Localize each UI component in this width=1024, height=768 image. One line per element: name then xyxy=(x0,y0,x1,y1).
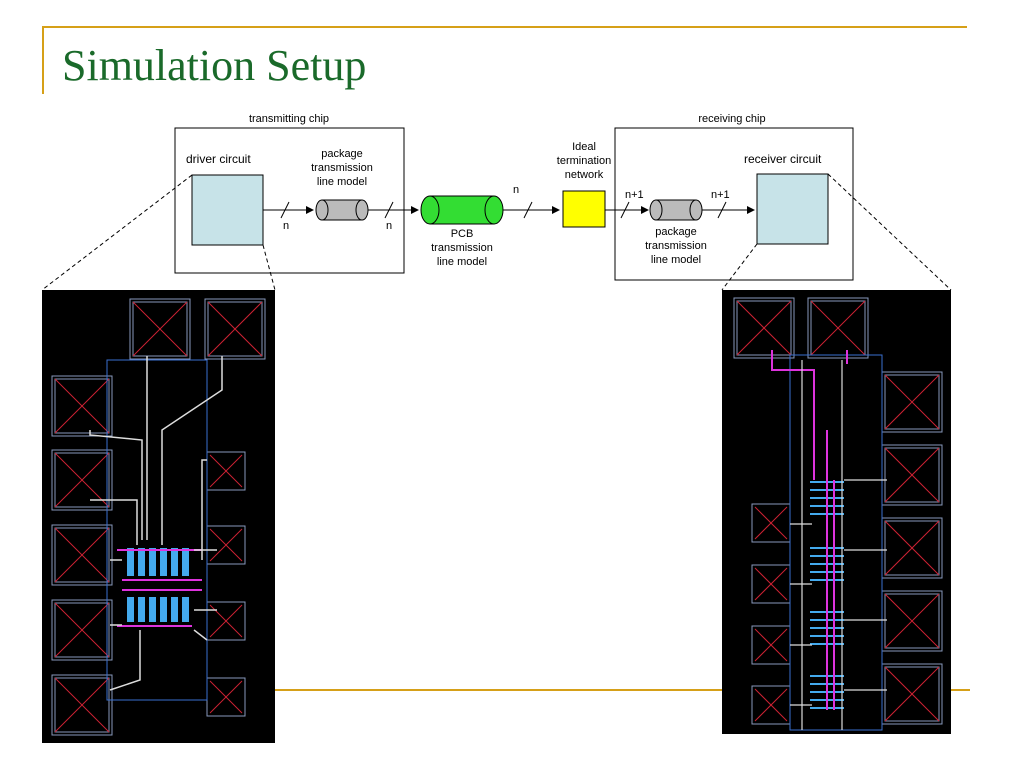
rx-package-label-line3: line model xyxy=(651,254,701,266)
rx-package-label-line2: transmission xyxy=(645,240,707,252)
left-rule xyxy=(42,26,44,94)
driver-circuit-block xyxy=(191,174,264,246)
rx-package-label: package transmission line model xyxy=(645,226,707,266)
bus-label-term: n+1 xyxy=(625,189,644,201)
pcb-cylinder xyxy=(420,195,504,225)
bus-label-pcb: n xyxy=(513,184,519,196)
bus-slash-2 xyxy=(384,201,394,219)
termination-label-line2: termination xyxy=(557,155,611,167)
tx-package-label-line2: transmission xyxy=(311,162,373,174)
rx-package-label-line1: package xyxy=(655,226,697,238)
termination-label: Ideal termination network xyxy=(557,141,611,181)
driver-zoom-line-right xyxy=(262,244,276,291)
transmitting-chip-label: transmitting chip xyxy=(249,113,329,125)
driver-layout-image xyxy=(42,290,275,743)
driver-zoom-line-left xyxy=(41,174,193,291)
receiving-chip-label: receiving chip xyxy=(698,113,765,125)
tx-package-cylinder xyxy=(315,199,369,221)
top-rule xyxy=(42,26,967,28)
rx-package-cylinder xyxy=(649,199,703,221)
bus-slash-3 xyxy=(523,201,533,219)
tx-package-label: package transmission line model xyxy=(311,148,373,188)
pcb-label-line3: line model xyxy=(437,256,487,268)
bus-slash-5 xyxy=(717,201,727,219)
bottom-rule xyxy=(270,689,970,691)
bus-label-driver: n xyxy=(283,220,289,232)
termination-block xyxy=(562,190,606,228)
termination-label-line3: network xyxy=(565,169,604,181)
receiver-layout-art xyxy=(733,297,943,731)
slide-title: Simulation Setup xyxy=(62,41,367,90)
receiver-zoom-line-right xyxy=(827,173,952,291)
driver-layout-art xyxy=(51,298,266,736)
bus-slash-4 xyxy=(620,201,630,219)
receiver-circuit-block xyxy=(756,173,829,245)
termination-label-line1: Ideal xyxy=(572,141,596,153)
receiver-circuit-label: receiver circuit xyxy=(744,152,822,166)
bus-label-rx-pkg: n+1 xyxy=(711,189,730,201)
bus-label-tx-pkg: n xyxy=(386,220,392,232)
tx-package-label-line3: line model xyxy=(317,176,367,188)
receiver-layout-image xyxy=(722,290,951,734)
tx-package-label-line1: package xyxy=(321,148,363,160)
pcb-label-line2: transmission xyxy=(431,242,493,254)
bus-slash-1 xyxy=(280,201,290,219)
receiver-zoom-line-left xyxy=(721,243,758,291)
pcb-label: PCB transmission line model xyxy=(431,228,493,268)
driver-circuit-label: driver circuit xyxy=(186,152,251,166)
pcb-label-line1: PCB xyxy=(451,228,474,240)
